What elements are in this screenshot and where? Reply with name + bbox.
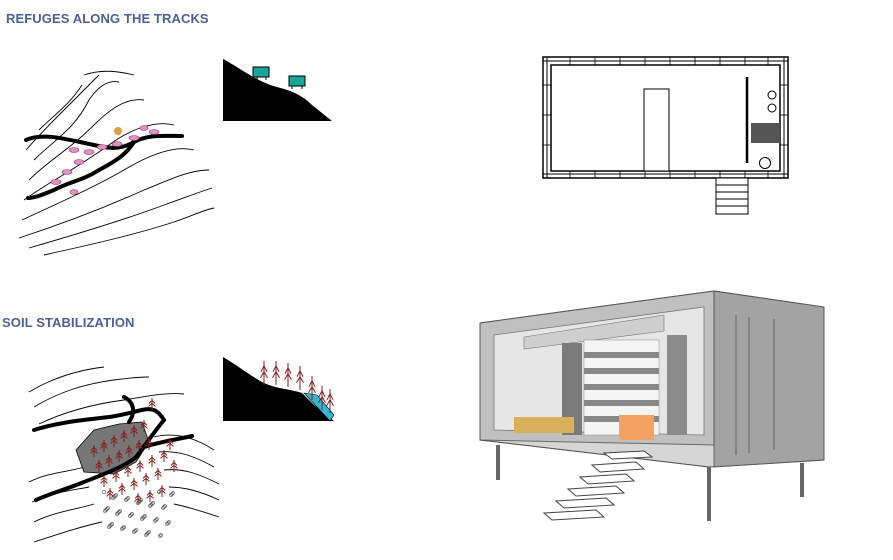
tree-icon bbox=[110, 435, 118, 447]
tree-icon bbox=[105, 455, 113, 467]
tree-icon bbox=[145, 438, 153, 450]
tree-icon bbox=[318, 386, 326, 410]
tree-icon bbox=[106, 488, 114, 500]
cabin-perspective bbox=[479, 290, 825, 521]
tree-icon bbox=[115, 450, 123, 462]
tree-icon bbox=[124, 465, 132, 477]
soil-contour-map bbox=[28, 366, 220, 543]
tree-icon bbox=[296, 366, 304, 390]
tree-icon bbox=[140, 420, 148, 432]
refuges-contour-map bbox=[18, 70, 215, 256]
tree-icon bbox=[158, 485, 166, 497]
refuges-slope-section bbox=[223, 59, 332, 121]
tree-icon bbox=[170, 460, 178, 472]
tree-icon bbox=[142, 473, 150, 485]
tree-icon bbox=[308, 376, 316, 400]
tree-icon bbox=[130, 425, 138, 437]
tree-icon bbox=[118, 483, 126, 495]
tree-icon bbox=[146, 490, 154, 502]
tree-icon bbox=[148, 398, 156, 410]
tree-icon bbox=[284, 363, 292, 387]
tree-icon bbox=[166, 438, 174, 450]
tree-icon bbox=[90, 445, 98, 457]
tree-icon bbox=[326, 389, 334, 413]
tree-icon bbox=[260, 361, 268, 385]
tree-icon bbox=[134, 493, 142, 505]
tree-icon bbox=[100, 475, 108, 487]
refuges-title: REFUGES ALONG THE TRACKS bbox=[6, 11, 209, 26]
soil-stabilization-title: SOIL STABILIZATION bbox=[2, 315, 135, 330]
tree-icon bbox=[154, 468, 162, 480]
tree-icon bbox=[272, 361, 280, 385]
tree-icon bbox=[130, 478, 138, 490]
tree-icon bbox=[95, 460, 103, 472]
tree-icon bbox=[112, 470, 120, 482]
soil-slope-section bbox=[223, 357, 335, 422]
tree-icon bbox=[100, 440, 108, 452]
tree-icon bbox=[148, 455, 156, 467]
tree-icon bbox=[125, 445, 133, 457]
tree-icon bbox=[135, 440, 143, 452]
tree-icon bbox=[160, 450, 168, 462]
tree-icon bbox=[120, 430, 128, 442]
tree-icon bbox=[136, 460, 144, 472]
cabin-floor-plan bbox=[542, 56, 789, 215]
